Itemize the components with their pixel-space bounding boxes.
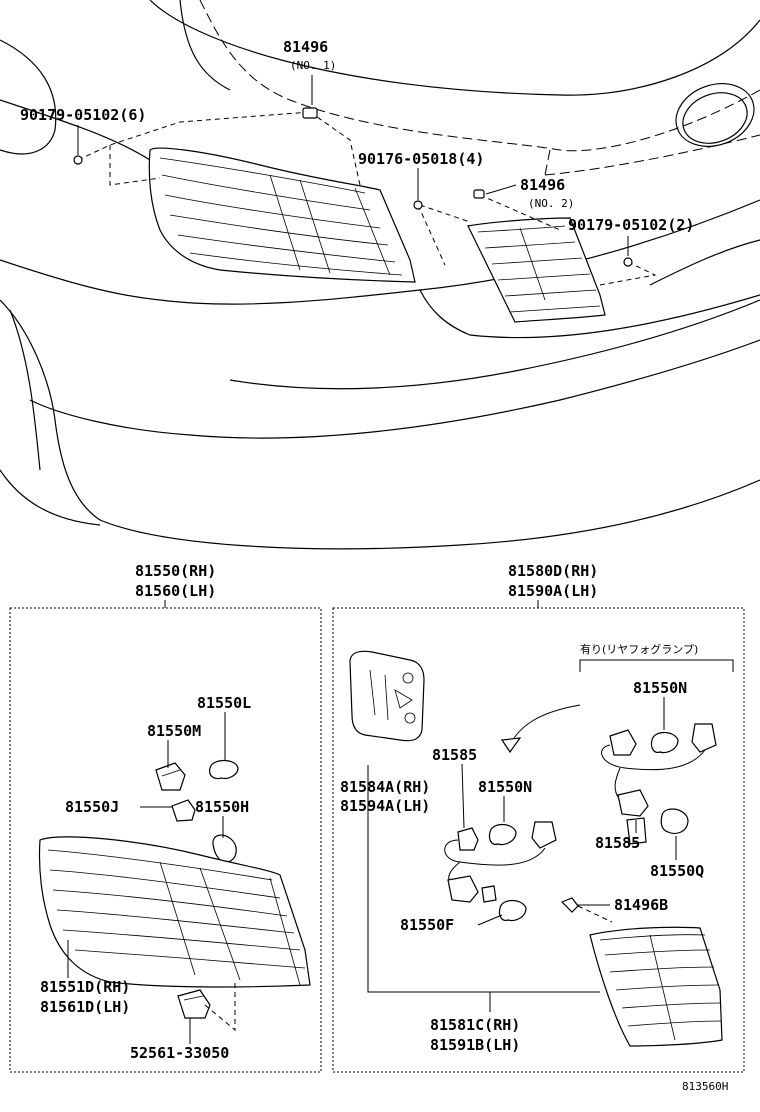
- label-81581C-rh: 81581C(RH): [430, 1016, 520, 1034]
- label-81591B-lh: 81591B(LH): [430, 1036, 520, 1054]
- label-81496-no2: 81496: [520, 176, 565, 194]
- label-81550M: 81550M: [147, 722, 201, 740]
- upper-back-lamp-lid: [467, 217, 606, 323]
- label-81550F: 81550F: [400, 916, 454, 934]
- fastener-markers-upper: [73, 107, 633, 267]
- label-81496B: 81496B: [614, 896, 668, 914]
- label-90179-05102-2: 90179-05102(2): [568, 216, 694, 234]
- label-81550J: 81550J: [65, 798, 119, 816]
- label-81550-rh: 81550(RH): [135, 562, 216, 580]
- upper-dashed-guides: [77, 111, 657, 286]
- label-52561-33050: 52561-33050: [130, 1044, 229, 1062]
- label-81496-no1: 81496: [283, 38, 328, 56]
- upper-labels: 81496 (NO. 1) 90179-05102(6) 90176-05018…: [20, 38, 694, 256]
- label-81551D-rh: 81551D(RH): [40, 978, 130, 996]
- label-81496-no2-note: (NO. 2): [528, 197, 574, 210]
- label-81550L: 81550L: [197, 694, 251, 712]
- label-81550H: 81550H: [195, 798, 249, 816]
- rear-combination-lamp-section: 81550(RH) 81560(LH) 81550L 81550M 81550J: [9, 562, 322, 1073]
- label-90176-05018-4: 90176-05018(4): [358, 150, 484, 168]
- label-81594A-lh: 81594A(LH): [340, 797, 430, 815]
- diagram-code: 813560H: [682, 1080, 728, 1093]
- label-81580D-rh: 81580D(RH): [508, 562, 598, 580]
- label-81560-lh: 81560(LH): [135, 582, 216, 600]
- back-lamp-section: 81580D(RH) 81590A(LH) 有り(リヤフォグランプ): [332, 562, 745, 1073]
- label-81496-no1-note: (NO. 1): [290, 59, 336, 72]
- label-81590A-lh: 81590A(LH): [508, 582, 598, 600]
- upper-tail-lamp-quarter: [148, 147, 416, 283]
- label-81550N-center: 81550N: [478, 778, 532, 796]
- label-81585-fog: 81585: [595, 834, 640, 852]
- label-81584A-rh: 81584A(RH): [340, 778, 430, 796]
- car-body-outline: [0, 0, 760, 550]
- label-81550N-fog: 81550N: [633, 679, 687, 697]
- label-fog-lamp-note: 有り(リヤフォグランプ): [580, 642, 698, 656]
- label-81585-center: 81585: [432, 746, 477, 764]
- label-81561D-lh: 81561D(LH): [40, 998, 130, 1016]
- label-81550Q: 81550Q: [650, 862, 704, 880]
- label-90179-05102-6: 90179-05102(6): [20, 106, 146, 124]
